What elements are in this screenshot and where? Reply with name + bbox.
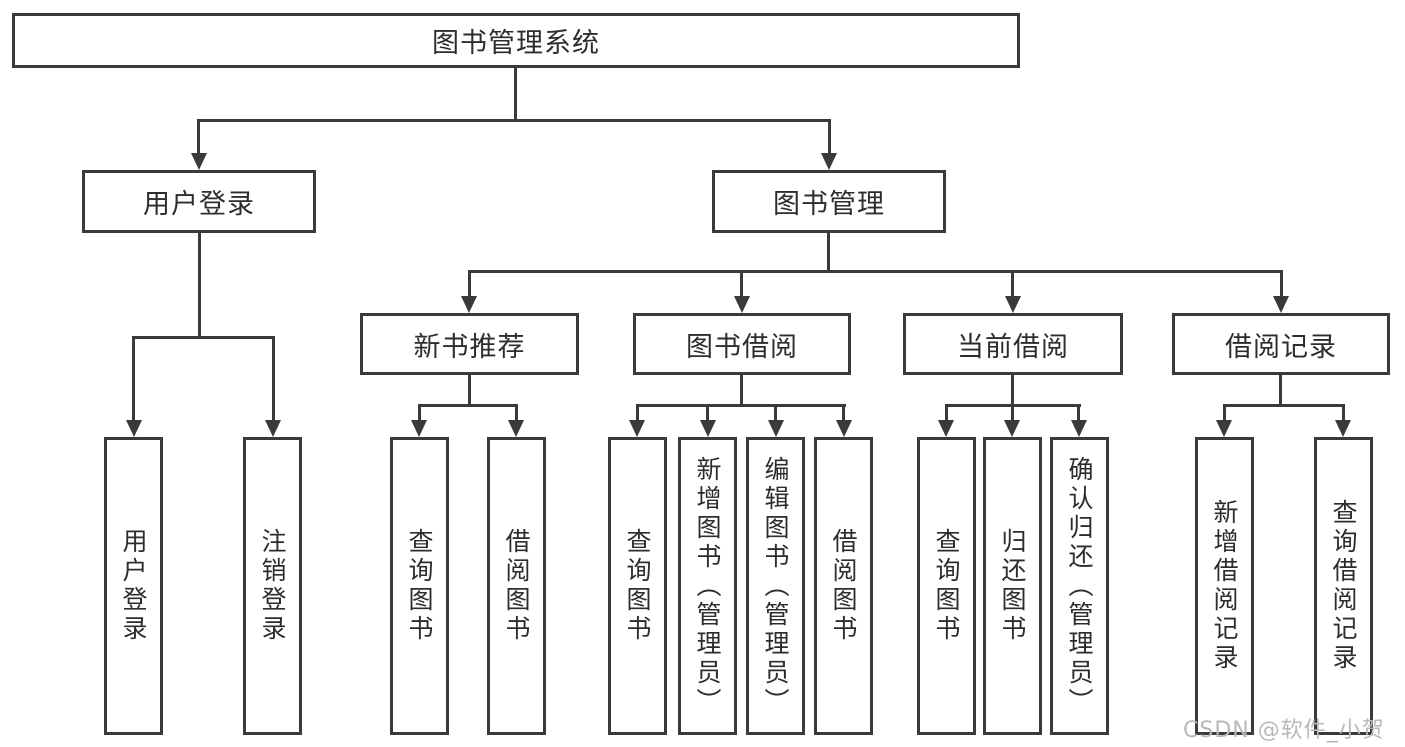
edge-root-stub-book-mgmt [828, 119, 831, 155]
edge-stub-br-query [1342, 404, 1345, 421]
edge-stub-records [1280, 270, 1283, 298]
leaf-user-login: 用户登录 [104, 437, 163, 735]
edge-borrowing-trunk [740, 375, 743, 407]
edge-stub-cb-confirm [1077, 404, 1080, 421]
edge-stub-borrowing [740, 270, 743, 298]
edge-stub-leaf-logout [272, 336, 275, 421]
edge-root-trunk [514, 68, 517, 120]
leaf-bb-add-book-admin: 新增图书（管理员） [678, 437, 737, 735]
leaf-nb-borrow-book: 借阅图书 [487, 437, 546, 735]
edge-borrowing-bar [636, 404, 846, 407]
edge-stub-bb-borrow [842, 404, 845, 421]
edge-stub-bb-add [706, 404, 709, 421]
edge-stub-br-add [1223, 404, 1226, 421]
arrowhead-nb-borrow [508, 420, 524, 437]
arrowhead-cb-confirm [1071, 420, 1087, 437]
node-current-borrowing: 当前借阅 [903, 313, 1123, 375]
node-borrowing-records: 借阅记录 [1172, 313, 1390, 375]
edge-user-login-trunk [198, 233, 201, 337]
arrowhead-borrowing [734, 296, 750, 313]
arrowhead-book-mgmt [821, 153, 837, 170]
node-book-borrowing: 图书借阅 [633, 313, 851, 375]
edge-root-stub-user-login [197, 119, 200, 155]
arrowhead-nb-query [411, 420, 427, 437]
edge-records-bar [1223, 404, 1345, 407]
arrowhead-current [1005, 296, 1021, 313]
leaf-bb-borrow-book: 借阅图书 [814, 437, 873, 735]
edge-stub-nb-borrow [515, 404, 518, 421]
arrowhead-leaf-login [126, 420, 142, 437]
leaf-cb-confirm-return-admin: 确认归还（管理员） [1050, 437, 1109, 735]
edge-book-mgmt-trunk [827, 233, 830, 273]
edge-root-bar [197, 119, 831, 122]
edge-stub-leaf-login [132, 336, 135, 421]
arrowhead-cb-query [938, 420, 954, 437]
edge-user-login-bar [133, 336, 275, 339]
arrowhead-bb-borrow [836, 420, 852, 437]
edge-new-book-bar [418, 404, 518, 407]
node-root: 图书管理系统 [12, 13, 1020, 68]
arrowhead-br-query [1335, 420, 1351, 437]
arrowhead-leaf-logout [265, 420, 281, 437]
arrowhead-bb-add [700, 420, 716, 437]
edge-stub-nb-query [418, 404, 421, 421]
leaf-logout: 注销登录 [243, 437, 302, 735]
edge-current-trunk [1011, 375, 1014, 407]
arrowhead-records [1273, 296, 1289, 313]
edge-stub-new-book [468, 270, 471, 298]
leaf-cb-query-book: 查询图书 [917, 437, 976, 735]
node-new-book-recommend: 新书推荐 [360, 313, 579, 375]
edge-stub-cb-query [945, 404, 948, 421]
leaf-bb-query-book: 查询图书 [608, 437, 667, 735]
arrowhead-new-book [461, 296, 477, 313]
leaf-bb-edit-book-admin: 编辑图书（管理员） [746, 437, 805, 735]
arrowhead-user-login [191, 153, 207, 170]
leaf-br-add-record: 新增借阅记录 [1195, 437, 1254, 735]
arrowhead-bb-edit [768, 420, 784, 437]
arrowhead-bb-query [629, 420, 645, 437]
edge-stub-bb-edit [774, 404, 777, 421]
leaf-br-query-record: 查询借阅记录 [1314, 437, 1373, 735]
node-book-management: 图书管理 [712, 170, 946, 233]
leaf-nb-query-book: 查询图书 [390, 437, 449, 735]
edge-new-book-trunk [468, 375, 471, 407]
edge-stub-current [1011, 270, 1014, 298]
leaf-cb-return-book: 归还图书 [983, 437, 1042, 735]
edge-records-trunk [1279, 375, 1282, 407]
csdn-watermark: CSDN @软件_小贺同学 [1183, 718, 1385, 743]
edge-book-mgmt-bar [468, 270, 1283, 273]
edge-stub-bb-query [636, 404, 639, 421]
arrowhead-cb-return [1004, 420, 1020, 437]
arrowhead-br-add [1216, 420, 1232, 437]
node-user-login: 用户登录 [82, 170, 316, 233]
edge-stub-cb-return [1011, 404, 1014, 421]
